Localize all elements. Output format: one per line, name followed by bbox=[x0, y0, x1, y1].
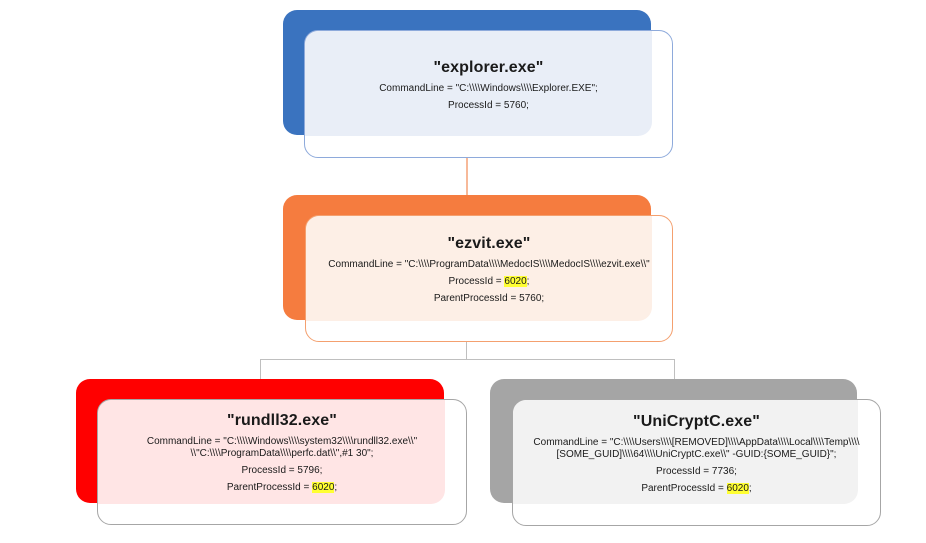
command-line: CommandLine = "C:\\\\Users\\\\[REMOVED]\… bbox=[533, 436, 860, 460]
unicrypt-node-content: "UniCryptC.exe" CommandLine = "C:\\\\Use… bbox=[513, 400, 880, 525]
parent-process-id-suffix: ; bbox=[748, 482, 752, 494]
connector-ezvit-down bbox=[466, 342, 467, 360]
process-id-suffix: ; bbox=[319, 465, 323, 476]
unicrypt-node[interactable]: "UniCryptC.exe" CommandLine = "C:\\\\Use… bbox=[512, 399, 881, 526]
parent-process-id-label: ParentProcessId = bbox=[433, 292, 520, 304]
parent-process-id-value-highlighted: 6020 bbox=[312, 482, 335, 493]
explorer-node-content: "explorer.exe" CommandLine = "C:\\\\Wind… bbox=[305, 31, 672, 157]
process-id-label: ProcessId = bbox=[656, 465, 712, 477]
command-line: CommandLine = "C:\\\\Windows\\\\system32… bbox=[146, 436, 418, 459]
command-line: CommandLine = "C:\\\\Windows\\\\Explorer… bbox=[379, 82, 598, 94]
parent-process-id: ParentProcessId = 6020; bbox=[227, 482, 337, 494]
node-title: "rundll32.exe" bbox=[227, 412, 337, 429]
parent-process-id: ParentProcessId = 6020; bbox=[641, 482, 752, 495]
node-title: "ezvit.exe" bbox=[447, 234, 531, 252]
parent-process-id: ParentProcessId = 5760; bbox=[434, 293, 544, 305]
connector-explorer-to-ezvit bbox=[466, 158, 468, 195]
process-id: ProcessId = 6020; bbox=[448, 275, 530, 288]
rundll32-node-tint bbox=[98, 400, 445, 504]
parent-process-id-label: ParentProcessId = bbox=[641, 482, 727, 494]
process-id-suffix: ; bbox=[526, 99, 529, 111]
node-title: "explorer.exe" bbox=[433, 58, 544, 76]
rundll32-node[interactable]: "rundll32.exe" CommandLine = "C:\\\\Wind… bbox=[97, 399, 467, 525]
process-id-value: 5796 bbox=[297, 465, 320, 476]
connector-to-rundll32 bbox=[260, 359, 261, 379]
process-id-suffix: ; bbox=[526, 275, 530, 287]
ezvit-node[interactable]: "ezvit.exe" CommandLine = "C:\\\\Program… bbox=[305, 215, 673, 342]
process-id-suffix: ; bbox=[734, 465, 737, 477]
ezvit-node-tint bbox=[306, 216, 652, 321]
node-title: "UniCryptC.exe" bbox=[633, 412, 760, 430]
parent-process-id-suffix: ; bbox=[541, 292, 545, 304]
process-id: ProcessId = 7736; bbox=[656, 466, 737, 478]
command-line: CommandLine = "C:\\\\ProgramData\\\\Medo… bbox=[328, 258, 650, 270]
connector-horizontal bbox=[260, 359, 675, 360]
parent-process-id-value-highlighted: 6020 bbox=[726, 482, 749, 494]
explorer-node[interactable]: "explorer.exe" CommandLine = "C:\\\\Wind… bbox=[304, 30, 673, 158]
process-id: ProcessId = 5760; bbox=[448, 100, 529, 112]
process-id: ProcessId = 5796; bbox=[242, 465, 323, 477]
parent-process-id-value: 5760 bbox=[519, 292, 542, 304]
ezvit-node-content: "ezvit.exe" CommandLine = "C:\\\\Program… bbox=[306, 216, 672, 341]
explorer-node-tint bbox=[305, 31, 652, 136]
process-id-label: ProcessId = bbox=[241, 465, 298, 476]
process-id-value: 5760 bbox=[503, 99, 527, 111]
process-id-value: 7736 bbox=[711, 465, 735, 477]
parent-process-id-label: ParentProcessId = bbox=[226, 482, 313, 493]
process-id-value-highlighted: 6020 bbox=[504, 275, 527, 287]
process-id-label: ProcessId = bbox=[448, 275, 505, 287]
parent-process-id-suffix: ; bbox=[334, 482, 338, 493]
rundll32-node-content: "rundll32.exe" CommandLine = "C:\\\\Wind… bbox=[98, 400, 466, 524]
unicrypt-node-tint bbox=[513, 400, 858, 504]
process-id-label: ProcessId = bbox=[448, 99, 504, 111]
connector-to-unicrypt bbox=[674, 359, 675, 379]
